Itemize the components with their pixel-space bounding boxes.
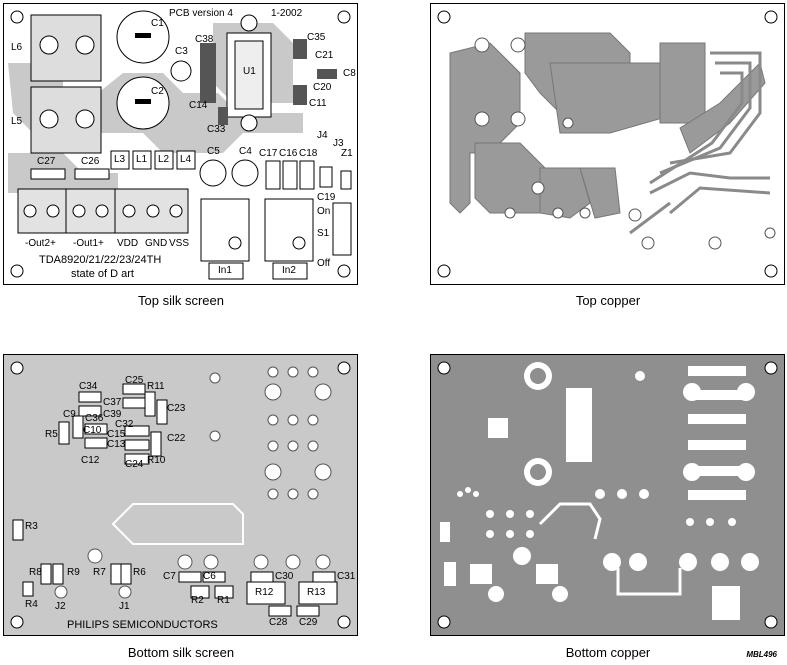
- comp-L3: L3: [114, 154, 126, 165]
- comp-C2: C2: [151, 86, 164, 97]
- figure-code: MBL496: [746, 650, 777, 659]
- comp-R7: R7: [93, 567, 106, 578]
- label-on: On: [317, 206, 331, 217]
- comp-S1: S1: [317, 228, 330, 239]
- label-gnd: GND: [145, 238, 168, 249]
- comp-C14: C14: [189, 100, 208, 111]
- comp-C6: C6: [203, 571, 216, 582]
- top-copper-panel: [430, 3, 785, 285]
- comp-C19: C19: [317, 192, 336, 203]
- comp-C15: C15: [107, 429, 126, 440]
- comp-R8: R8: [29, 567, 42, 578]
- comp-In2: In2: [282, 265, 296, 276]
- comp-C23: C23: [167, 403, 186, 414]
- top-silk-drawing: [3, 3, 358, 285]
- comp-C36: C36: [85, 413, 104, 424]
- comp-C37: C37: [103, 397, 122, 408]
- comp-C18: C18: [299, 148, 318, 159]
- comp-C32: C32: [115, 419, 134, 430]
- comp-C35: C35: [307, 32, 326, 43]
- comp-L1: L1: [136, 154, 148, 165]
- state-label: state of D art: [71, 268, 134, 280]
- comp-C4: C4: [239, 146, 252, 157]
- comp-C16: C16: [279, 148, 298, 159]
- comp-Z1: Z1: [341, 148, 353, 159]
- comp-In1: In1: [218, 265, 232, 276]
- comp-C26: C26: [81, 156, 100, 167]
- comp-C25: C25: [125, 375, 144, 386]
- comp-C8: C8: [343, 68, 356, 79]
- comp-C21: C21: [315, 50, 334, 61]
- comp-R13: R13: [307, 587, 326, 598]
- top-silk-date: 1-2002: [271, 8, 303, 19]
- company-name: PHILIPS SEMICONDUCTORS: [67, 619, 218, 631]
- comp-C5: C5: [207, 146, 220, 157]
- top-silk-panel: PCB version 4 1-2002 L6 L5 C1 C2 C3 C38 …: [3, 3, 358, 285]
- bottom-copper-panel: [430, 354, 785, 636]
- label-out2: -Out2+: [25, 238, 56, 249]
- comp-C9: C9: [63, 409, 76, 420]
- comp-C31: C31: [337, 571, 356, 582]
- comp-C28: C28: [269, 617, 288, 628]
- bottom-silk-panel: C34 C25 R11 C37 C23 C39 C9 C36 C32 R5 C1…: [3, 354, 358, 636]
- comp-C30: C30: [275, 571, 294, 582]
- comp-C7: C7: [163, 571, 176, 582]
- bottom-silk-drawing: [3, 354, 358, 636]
- comp-C10: C10: [83, 425, 102, 436]
- bottom-copper-drawing: [430, 354, 785, 636]
- comp-C11: C11: [309, 98, 327, 109]
- comp-C22: C22: [167, 433, 186, 444]
- top-copper-caption: Top copper: [575, 293, 641, 308]
- comp-R6: R6: [133, 567, 146, 578]
- comp-R5: R5: [45, 429, 58, 440]
- comp-R11: R11: [147, 381, 165, 392]
- label-out1: -Out1+: [73, 238, 104, 249]
- comp-L6: L6: [11, 42, 23, 53]
- chip-name: TDA8920/21/22/23/24TH: [39, 254, 162, 266]
- comp-C34: C34: [79, 381, 98, 392]
- comp-C13: C13: [107, 439, 126, 450]
- comp-C24: C24: [125, 459, 144, 470]
- comp-C17: C17: [259, 148, 278, 159]
- comp-C38: C38: [195, 34, 214, 45]
- comp-C39: C39: [103, 409, 122, 420]
- comp-J3: J3: [333, 138, 344, 149]
- comp-L5: L5: [11, 116, 23, 127]
- comp-C33: C33: [207, 124, 226, 135]
- label-vss: VSS: [169, 238, 190, 249]
- comp-U1: U1: [243, 66, 256, 77]
- comp-R1: R1: [217, 595, 230, 606]
- comp-L4: L4: [180, 154, 192, 165]
- comp-J1: J1: [119, 601, 130, 612]
- top-silk-caption: Top silk screen: [138, 293, 224, 308]
- top-copper-drawing: [430, 3, 785, 285]
- comp-C3: C3: [175, 46, 188, 57]
- comp-R12: R12: [255, 587, 274, 598]
- comp-J2: J2: [55, 601, 66, 612]
- bottom-silk-caption: Bottom silk screen: [127, 645, 235, 660]
- top-silk-header: PCB version 4: [169, 8, 233, 19]
- comp-L2: L2: [158, 154, 170, 165]
- comp-J4: J4: [317, 130, 328, 141]
- label-vdd: VDD: [117, 238, 139, 249]
- label-off: Off: [317, 258, 331, 269]
- comp-R3: R3: [25, 521, 38, 532]
- comp-C12: C12: [81, 455, 100, 466]
- comp-C29: C29: [299, 617, 318, 628]
- bottom-copper-caption: Bottom copper: [565, 645, 651, 660]
- comp-C1: C1: [151, 18, 164, 29]
- comp-R9: R9: [67, 567, 80, 578]
- comp-R2: R2: [191, 595, 204, 606]
- comp-R4: R4: [25, 599, 38, 610]
- comp-C27: C27: [37, 156, 56, 167]
- comp-C20: C20: [313, 82, 332, 93]
- comp-R10: R10: [147, 455, 166, 466]
